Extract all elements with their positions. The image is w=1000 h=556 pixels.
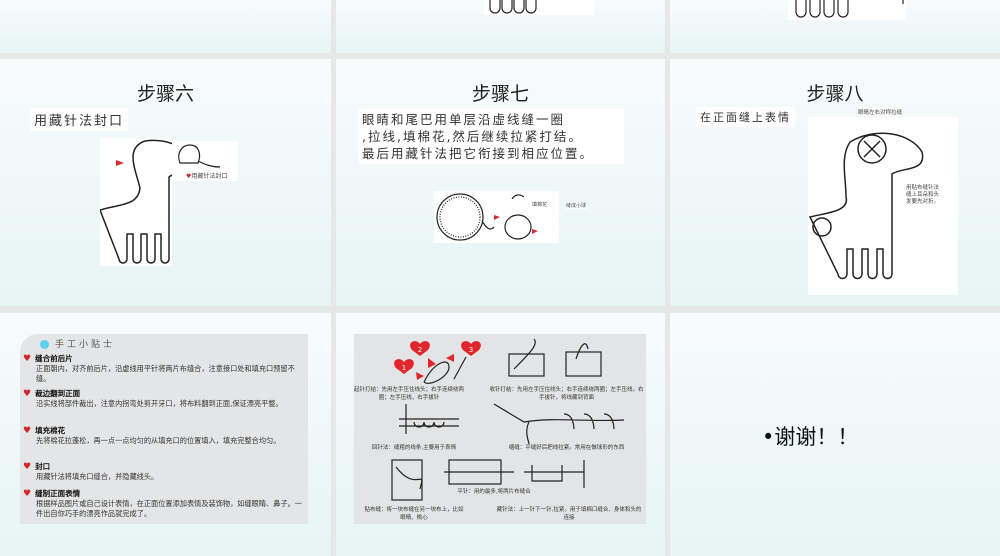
tips-panel: 手工小贴士 缝合前后片正面朝内，对齐前后片，沿虚线用平针将两片布缝合，注意接口处… (20, 334, 308, 524)
caption: 回针法：缝粗的线条,主要用于表情 (371, 445, 457, 451)
legs-illustration (788, 0, 906, 20)
label: 用贴布缝针法缝上耳朵和头发要先对折。 (906, 185, 940, 206)
label: 缝成小球 (566, 202, 587, 209)
slide-title: 步骤六 (136, 83, 194, 105)
caption: 贴布缝：将一块布缝在另一块布上，比如眼睛、桃心 (364, 507, 464, 521)
llama-body-illustration (100, 138, 172, 266)
tip-item: 缝制正面表情根据样品图片或自己设计表情，在正面位置添加表情及装饰物，如缝眼睛、鼻… (23, 488, 305, 519)
slide-thanks[interactable]: •谢谢！！ (670, 313, 1000, 556)
slide-step6[interactable]: 步骤六 用藏针法封口 ♥用藏针法封口 (0, 59, 331, 306)
legs-illustration (484, 0, 594, 15)
instruction-text: 在正面缝上表情 (696, 107, 795, 127)
stitch-guide-panel: 1 2 3 起针打结：先用左手压住线头；右手连续绕两圈；左手压线，右手拔针 收针打结… (354, 334, 646, 524)
caption: 起针打结：先用左手压住线头；右手连续绕两圈；左手压线，右手拔针 (354, 387, 465, 401)
slide-thumbnail-3[interactable] (0, 0, 331, 53)
bullet-circle-icon (40, 340, 49, 349)
caption: 缩缝：平缝好后把线拉紧。常用在做球形的东西 (508, 445, 625, 451)
tips-heading: 手工小贴士 (40, 337, 115, 350)
caption: 平针：用的最多,将两片布缝合 (457, 489, 531, 495)
tip-item: 裁边翻到正面沿实线将部件裁出，注意内拐弯处剪开牙口，将布料翻到正面,保证漂亮平整… (23, 388, 305, 409)
svg-text:2: 2 (418, 346, 422, 354)
ball-illustration: 填棉花 (434, 191, 559, 243)
label: 填棉花 (532, 202, 548, 208)
slide-title: 步骤八 (806, 83, 864, 105)
caption: 藏针法：上一针下一针,拉紧。用于填棉口缝合、身体和头的连接 (496, 507, 642, 521)
slide-stitches[interactable]: 1 2 3 起针打结：先用左手压住线头；右手连续绕两圈；左手压线，右手拔针 收针打结… (336, 313, 665, 556)
caption: 收针打结：先用左手压住线头；右手连续绕两圈；左手压线，右手拔针，将线藏到背面 (489, 387, 644, 401)
llama-face-illustration (808, 117, 958, 295)
stitch-diagrams: 1 2 3 (391, 338, 625, 501)
tip-item: 缝合前后片正面朝内，对齐前后片，沿虚线用平针将两片布缝合，注意接口处和填充口预留… (23, 353, 305, 384)
head-closing-illustration: ♥用藏针法封口 (172, 141, 238, 181)
slide-step8[interactable]: 步骤八 在正面缝上表情 眼睛左右对称拉缝 用贴布缝针法缝上耳朵和头发要先对折。 (670, 59, 1000, 306)
slide-title: 步骤七 (471, 83, 529, 105)
slide-thumbnail-4[interactable] (336, 0, 665, 53)
label: 眼睛左右对称拉缝 (858, 108, 903, 116)
svg-text:3: 3 (469, 346, 473, 354)
thanks-text: •谢谢！！ (762, 425, 859, 449)
slide-step7[interactable]: 步骤七 眼睛和尾巴用单层沿虚线缝一圈 ,拉线,填棉花,然后继续拉紧打结。 最后用… (336, 59, 665, 306)
svg-text:1: 1 (402, 364, 406, 372)
slide-thumbnail-5[interactable] (670, 0, 1000, 53)
instruction-text: 眼睛和尾巴用单层沿虚线缝一圈 ,拉线,填棉花,然后继续拉紧打结。 最后用藏针法把… (358, 109, 624, 164)
instruction-text: 用藏针法封口 (30, 108, 129, 131)
slide-tips[interactable]: 手工小贴士 缝合前后片正面朝内，对齐前后片，沿虚线用平针将两片布缝合，注意接口处… (0, 313, 331, 556)
label: ♥用藏针法封口 (186, 173, 228, 180)
